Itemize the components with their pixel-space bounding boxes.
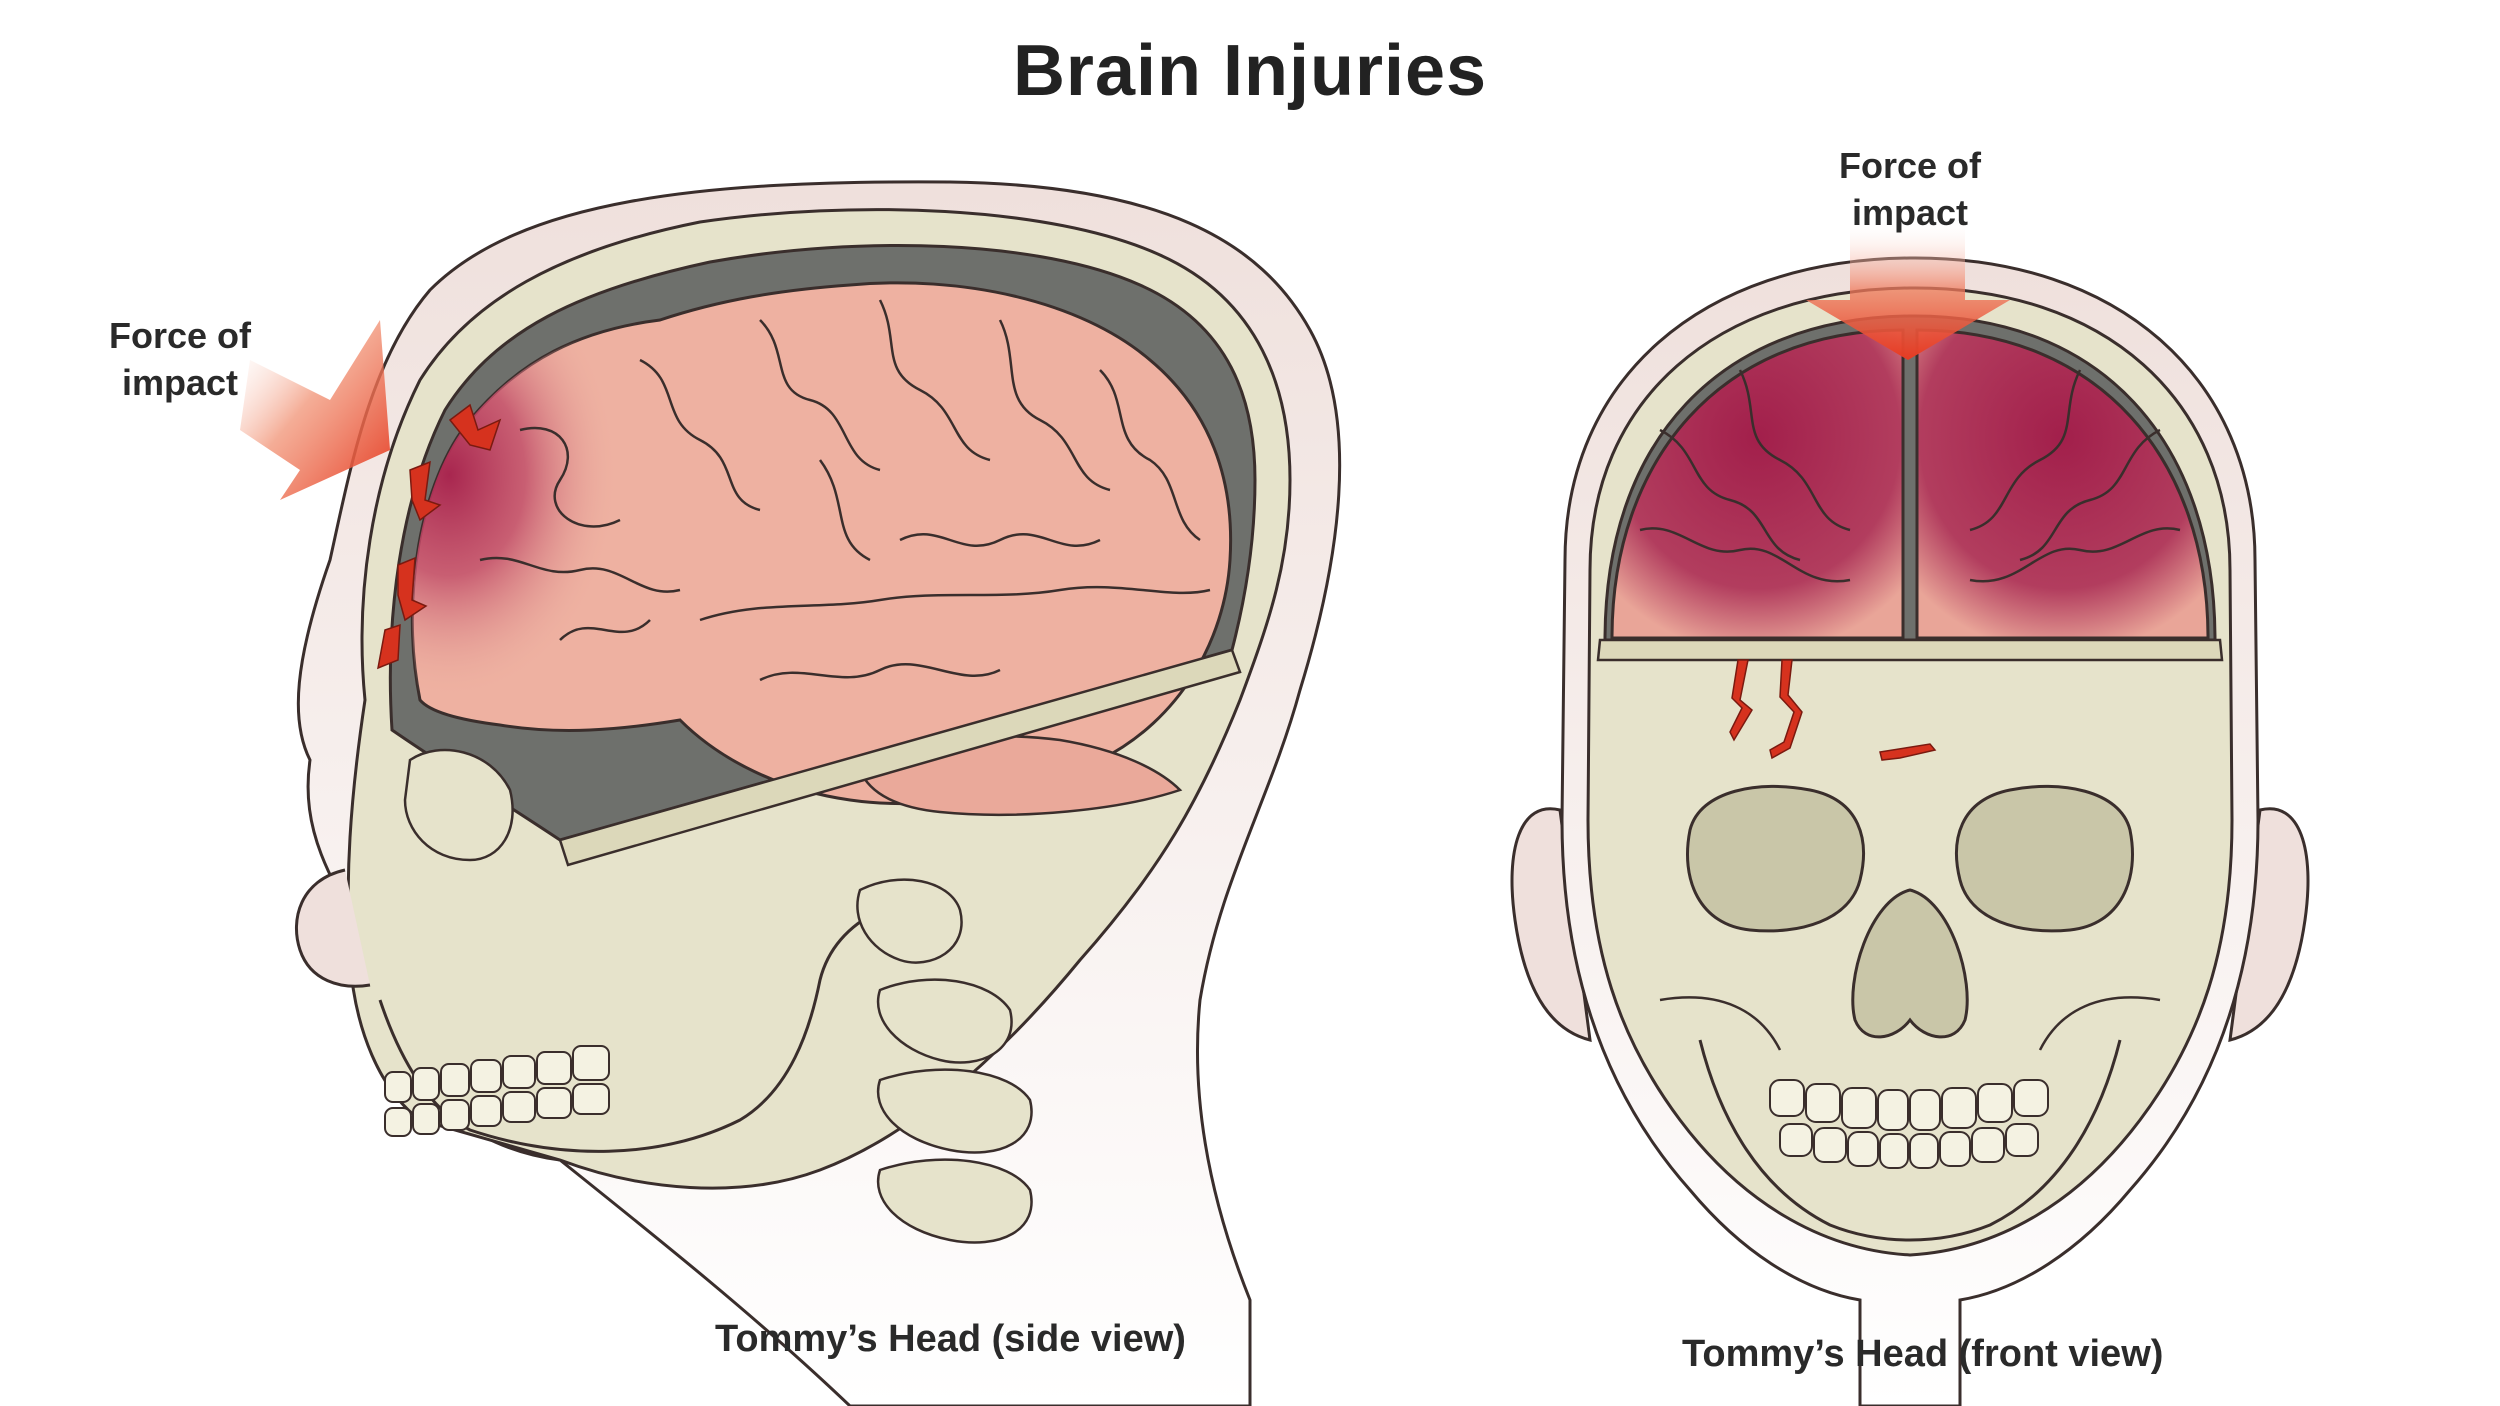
side-jaw (378, 908, 881, 1153)
side-eye-socket (403, 748, 514, 862)
front-view-caption: Tommy’s Head (front view) (1682, 1333, 2164, 1375)
front-force-label-line1: Force of (1838, 145, 1981, 186)
front-view-head (1510, 256, 2310, 1406)
front-right-ear (2228, 807, 2310, 1042)
front-impact-arrow (1806, 220, 2010, 360)
side-skull-base (558, 648, 1242, 867)
front-skull-cut-edge (1596, 638, 2224, 662)
side-force-label-line2: impact (121, 362, 239, 403)
side-force-label: Force of impact (100, 312, 260, 406)
side-teeth (384, 1045, 610, 1137)
front-teeth (1769, 1079, 2049, 1169)
front-nasal-cavity (1851, 888, 1969, 1039)
front-force-label-line2: impact (1851, 192, 1969, 233)
front-skull-fractures (1729, 659, 1937, 761)
front-force-label: Force of impact (1820, 142, 2000, 236)
front-right-eye-socket (1955, 784, 2134, 933)
side-view-caption: Tommy’s Head (side view) (715, 1318, 1186, 1360)
side-nose (295, 868, 371, 988)
side-skull-fractures (377, 403, 502, 670)
side-brain-folds (479, 299, 1211, 682)
side-cervical-spine (856, 878, 1033, 1244)
side-force-label-line1: Force of (108, 315, 251, 356)
front-left-ear (1510, 807, 1592, 1042)
diagram-title: Brain Injuries (1012, 31, 1488, 111)
side-view-head (295, 180, 1342, 1406)
front-brain-folds (1639, 369, 2181, 583)
front-jaw (1698, 1039, 2122, 1242)
front-cheekbones (1659, 996, 2161, 1051)
front-left-eye-socket (1686, 784, 1865, 933)
side-impact-arrow (240, 320, 390, 500)
